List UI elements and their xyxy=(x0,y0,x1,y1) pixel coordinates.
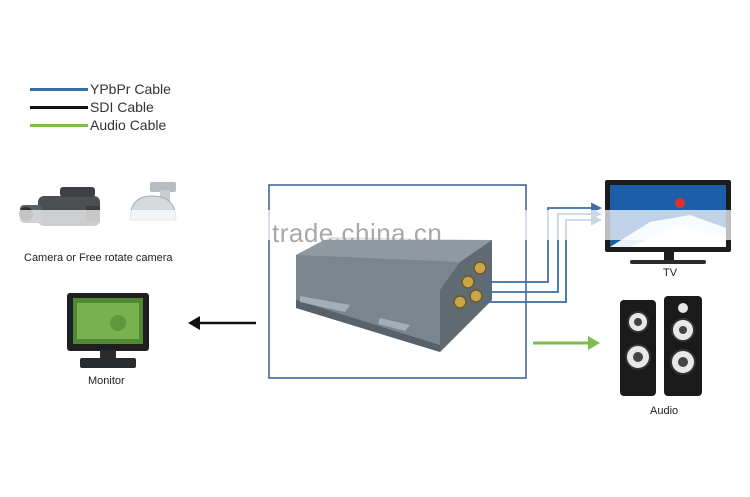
legend-sdi-label: SDI Cable xyxy=(90,99,154,115)
legend-sdi: SDI Cable xyxy=(30,98,154,116)
speaker-left-icon xyxy=(620,300,656,396)
sdi-line-swatch xyxy=(30,105,88,109)
ypbpr-line-swatch xyxy=(30,87,88,91)
converter-device xyxy=(296,237,492,352)
audio-label: Audio xyxy=(650,405,679,417)
watermark-band xyxy=(14,210,750,240)
legend-audio-label: Audio Cable xyxy=(90,117,167,133)
lcd-monitor-icon xyxy=(67,293,149,368)
watermark-text: trade.china.cn xyxy=(272,218,443,248)
speaker-right-icon xyxy=(664,296,702,396)
tv-label: TV xyxy=(663,267,678,279)
arrow-to-monitor xyxy=(188,316,256,330)
bnc-connectors xyxy=(453,261,487,309)
legend-ypbpr: YPbPr Cable xyxy=(30,80,171,98)
camera-label: Camera or Free rotate camera xyxy=(24,252,173,264)
legend-audio: Audio Cable xyxy=(30,116,166,134)
legend-ypbpr-label: YPbPr Cable xyxy=(90,81,171,97)
audio-arrow xyxy=(533,336,600,350)
monitor-label: Monitor xyxy=(88,375,125,387)
audio-line-swatch xyxy=(30,123,88,127)
